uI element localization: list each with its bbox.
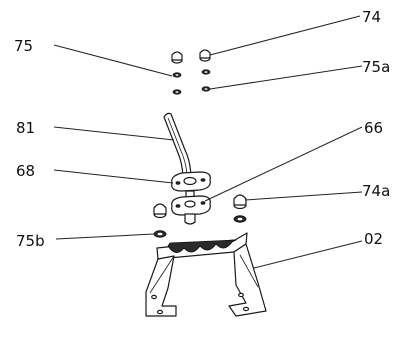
washer-right-1 [201,69,211,75]
washer-left-2 [172,89,182,95]
label-75a: 75a [362,58,390,76]
cap-nut-left-top [171,51,183,64]
label-81: 81 [16,119,35,137]
label-68: 68 [16,162,35,180]
leader-74 [209,15,361,56]
label-74a: 74a [362,182,390,200]
leader-74a [244,191,363,201]
label-75b: 75b [16,232,45,250]
washer-right-lower [233,215,247,223]
label-74: 74 [362,8,381,26]
washer-right-2 [201,86,211,92]
cap-nut-left-lower [153,203,167,219]
leader-lines [53,15,363,269]
leader-66 [204,126,363,202]
washer-left-1 [172,72,182,78]
mounting-bracket [145,232,267,317]
leader-81 [53,126,175,141]
label-75: 75 [14,37,33,55]
cap-nut-right-top [199,49,211,62]
leader-75a [209,65,363,90]
label-02: 02 [364,230,383,248]
leader-68 [53,169,174,184]
cap-nut-right-lower [233,194,247,210]
leader-75 [53,44,173,77]
leader-75b [55,233,155,240]
label-66: 66 [364,119,383,137]
leader-02 [253,240,363,269]
lever-base-plate [171,190,211,225]
shift-lever [163,112,192,177]
lever-flange [171,171,211,192]
washer-left-lower [153,230,167,238]
